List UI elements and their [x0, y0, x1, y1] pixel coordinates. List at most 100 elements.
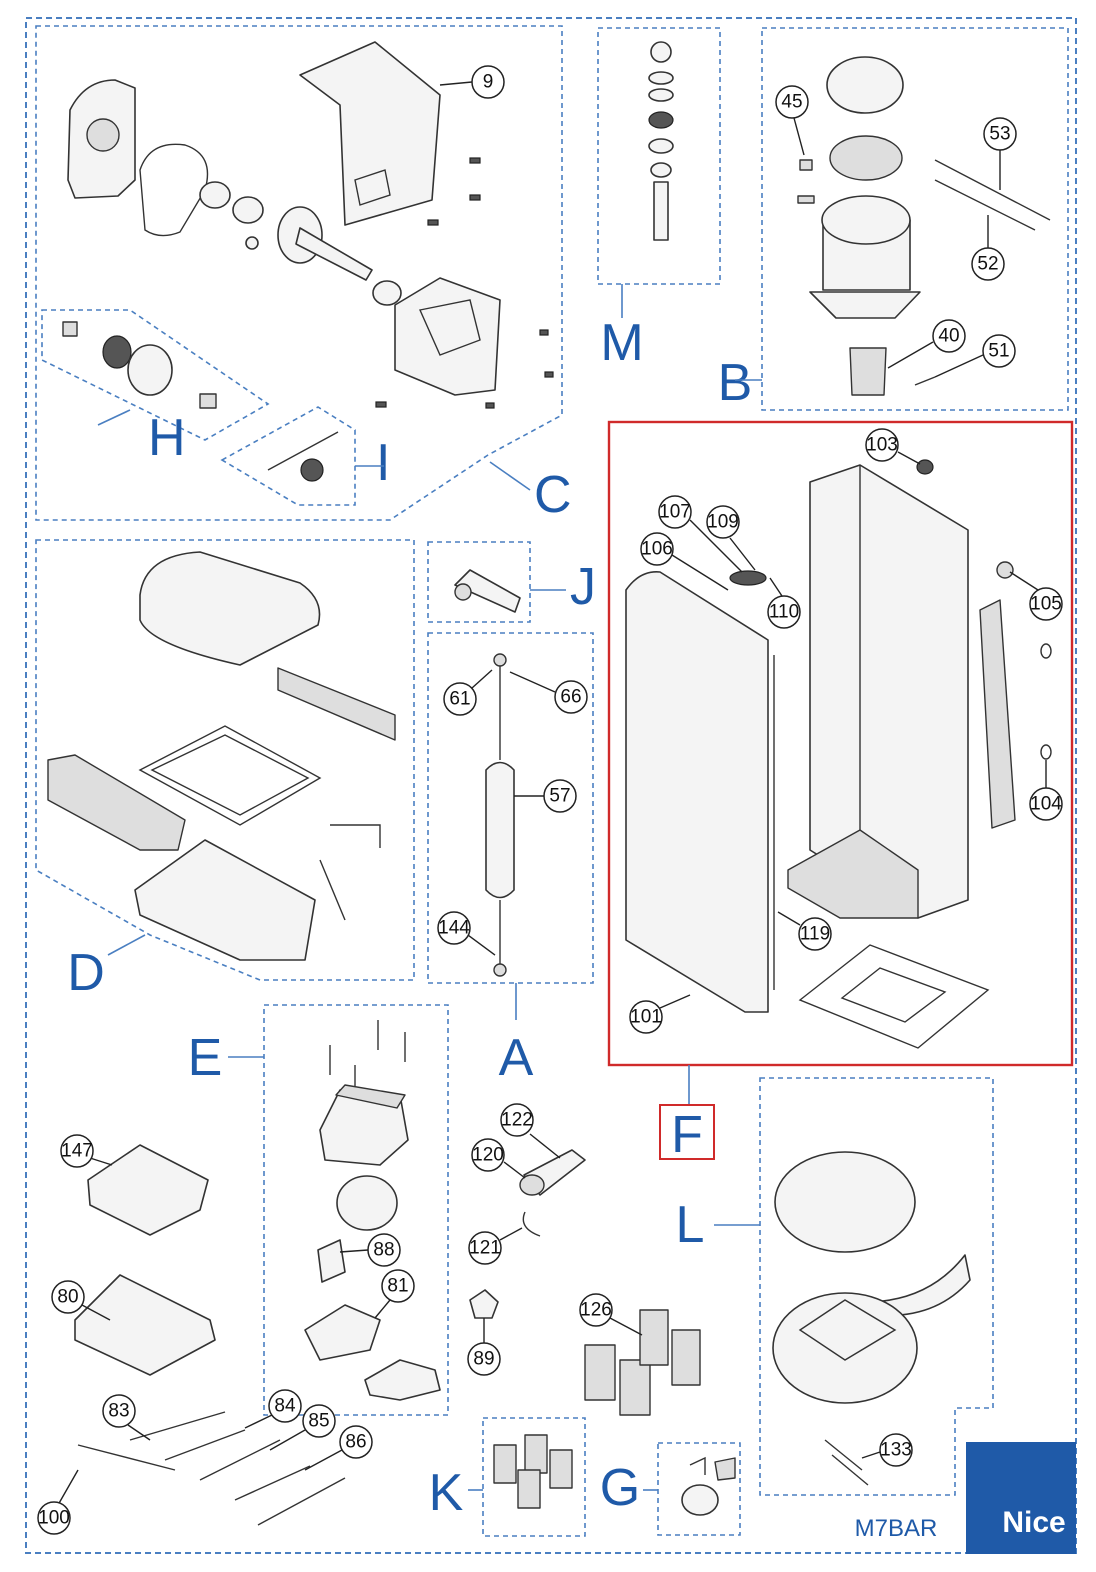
- svg-text:101: 101: [630, 1007, 662, 1028]
- group-d-letter: D: [67, 944, 105, 1002]
- svg-text:106: 106: [641, 539, 673, 560]
- callout-88[interactable]: 88: [339, 1233, 401, 1267]
- svg-text:121: 121: [469, 1238, 501, 1259]
- group-a-letter: A: [499, 1029, 534, 1087]
- group-a[interactable]: A: [427, 632, 594, 1087]
- group-k[interactable]: K: [429, 1417, 586, 1537]
- svg-text:100: 100: [38, 1508, 70, 1529]
- svg-text:107: 107: [659, 502, 691, 523]
- svg-text:88: 88: [373, 1240, 394, 1261]
- callout-40[interactable]: 40: [887, 319, 966, 369]
- group-c-letter: C: [534, 466, 572, 524]
- model-label: M7BAR: [855, 1515, 938, 1542]
- svg-text:85: 85: [308, 1411, 329, 1432]
- group-f-letter: F: [671, 1106, 703, 1164]
- svg-text:144: 144: [438, 918, 470, 939]
- callout-110[interactable]: 110: [767, 577, 801, 629]
- group-g-letter: G: [600, 1459, 640, 1517]
- callout-80[interactable]: 80: [51, 1280, 111, 1321]
- callout-109[interactable]: 109: [706, 505, 756, 571]
- group-f-letter-box: [659, 1104, 715, 1160]
- svg-text:122: 122: [501, 1110, 533, 1131]
- loose-parts: [74, 1144, 701, 1526]
- callout-121[interactable]: 121: [468, 1227, 523, 1265]
- svg-text:51: 51: [988, 341, 1009, 362]
- callout-89[interactable]: 89: [467, 1318, 501, 1376]
- callout-53[interactable]: 53: [983, 117, 1017, 190]
- svg-text:61: 61: [449, 689, 470, 710]
- svg-text:83: 83: [108, 1401, 129, 1422]
- callout-83[interactable]: 83: [102, 1394, 151, 1441]
- group-h-box: [41, 309, 270, 441]
- svg-text:86: 86: [345, 1432, 366, 1453]
- svg-text:104: 104: [1030, 794, 1062, 815]
- callout-57[interactable]: 57: [514, 779, 577, 813]
- svg-text:89: 89: [473, 1349, 494, 1370]
- callout-120[interactable]: 120: [471, 1138, 526, 1179]
- svg-text:84: 84: [274, 1396, 296, 1417]
- group-d[interactable]: D: [35, 539, 415, 1002]
- svg-text:120: 120: [472, 1145, 504, 1166]
- svg-text:103: 103: [866, 435, 898, 456]
- group-i-box: [220, 406, 356, 506]
- svg-text:133: 133: [880, 1440, 912, 1461]
- svg-text:126: 126: [580, 1300, 612, 1321]
- callout-81[interactable]: 81: [374, 1269, 415, 1319]
- group-l[interactable]: L: [676, 1077, 994, 1496]
- group-i-letter: I: [376, 434, 390, 492]
- callout-103[interactable]: 103: [865, 428, 921, 465]
- callout-106[interactable]: 106: [640, 532, 729, 591]
- callout-122[interactable]: 122: [500, 1103, 561, 1159]
- callout-52[interactable]: 52: [971, 215, 1005, 281]
- svg-text:40: 40: [938, 326, 959, 347]
- svg-text:66: 66: [560, 687, 581, 708]
- svg-text:119: 119: [800, 924, 830, 945]
- callout-119[interactable]: 119: [777, 911, 832, 951]
- group-h-letter: H: [148, 409, 186, 467]
- group-m[interactable]: M: [597, 27, 721, 372]
- group-m-letter: M: [600, 314, 643, 372]
- group-b[interactable]: B: [718, 27, 1069, 412]
- svg-text:9: 9: [483, 72, 494, 93]
- callout-144[interactable]: 144: [437, 911, 496, 956]
- callout-85[interactable]: 85: [269, 1404, 336, 1451]
- callouts: 9 45 53 52 40 51 103 107 109 106 110 105…: [37, 65, 1063, 1535]
- group-j[interactable]: J: [427, 541, 596, 623]
- callout-100[interactable]: 100: [37, 1469, 79, 1535]
- callout-9[interactable]: 9: [439, 65, 505, 99]
- svg-text:109: 109: [707, 512, 739, 533]
- svg-text:110: 110: [769, 602, 799, 623]
- group-b-letter: B: [718, 354, 753, 412]
- callout-84[interactable]: 84: [244, 1389, 302, 1429]
- svg-text:53: 53: [989, 124, 1010, 145]
- svg-text:52: 52: [977, 254, 998, 275]
- group-k-letter: K: [429, 1464, 464, 1522]
- callout-133[interactable]: 133: [861, 1433, 913, 1467]
- group-j-letter: J: [570, 558, 596, 616]
- callout-86[interactable]: 86: [304, 1425, 373, 1471]
- group-g[interactable]: G: [600, 1442, 741, 1536]
- callout-51[interactable]: 51: [934, 334, 1016, 378]
- callout-61[interactable]: 61: [443, 669, 493, 716]
- callout-101[interactable]: 101: [629, 994, 691, 1034]
- callout-147[interactable]: 147: [60, 1134, 113, 1168]
- callout-105[interactable]: 105: [1009, 571, 1063, 621]
- callout-107[interactable]: 107: [658, 495, 743, 573]
- svg-text:45: 45: [781, 92, 802, 113]
- callout-126[interactable]: 126: [579, 1293, 643, 1336]
- svg-text:81: 81: [387, 1276, 408, 1297]
- group-l-letter: L: [676, 1196, 705, 1254]
- brand-logo-text: Nice: [1002, 1506, 1065, 1539]
- group-e-letter: E: [188, 1029, 223, 1087]
- group-f[interactable]: F: [607, 420, 1074, 1164]
- callout-66[interactable]: 66: [509, 671, 588, 714]
- svg-text:80: 80: [57, 1287, 78, 1308]
- svg-text:105: 105: [1030, 594, 1062, 615]
- svg-text:147: 147: [61, 1141, 93, 1162]
- group-e[interactable]: E: [188, 1004, 449, 1416]
- callout-104[interactable]: 104: [1029, 760, 1063, 821]
- group-c[interactable]: H I C: [35, 25, 572, 524]
- callout-45[interactable]: 45: [775, 85, 809, 156]
- outer-frame: [25, 17, 1077, 1554]
